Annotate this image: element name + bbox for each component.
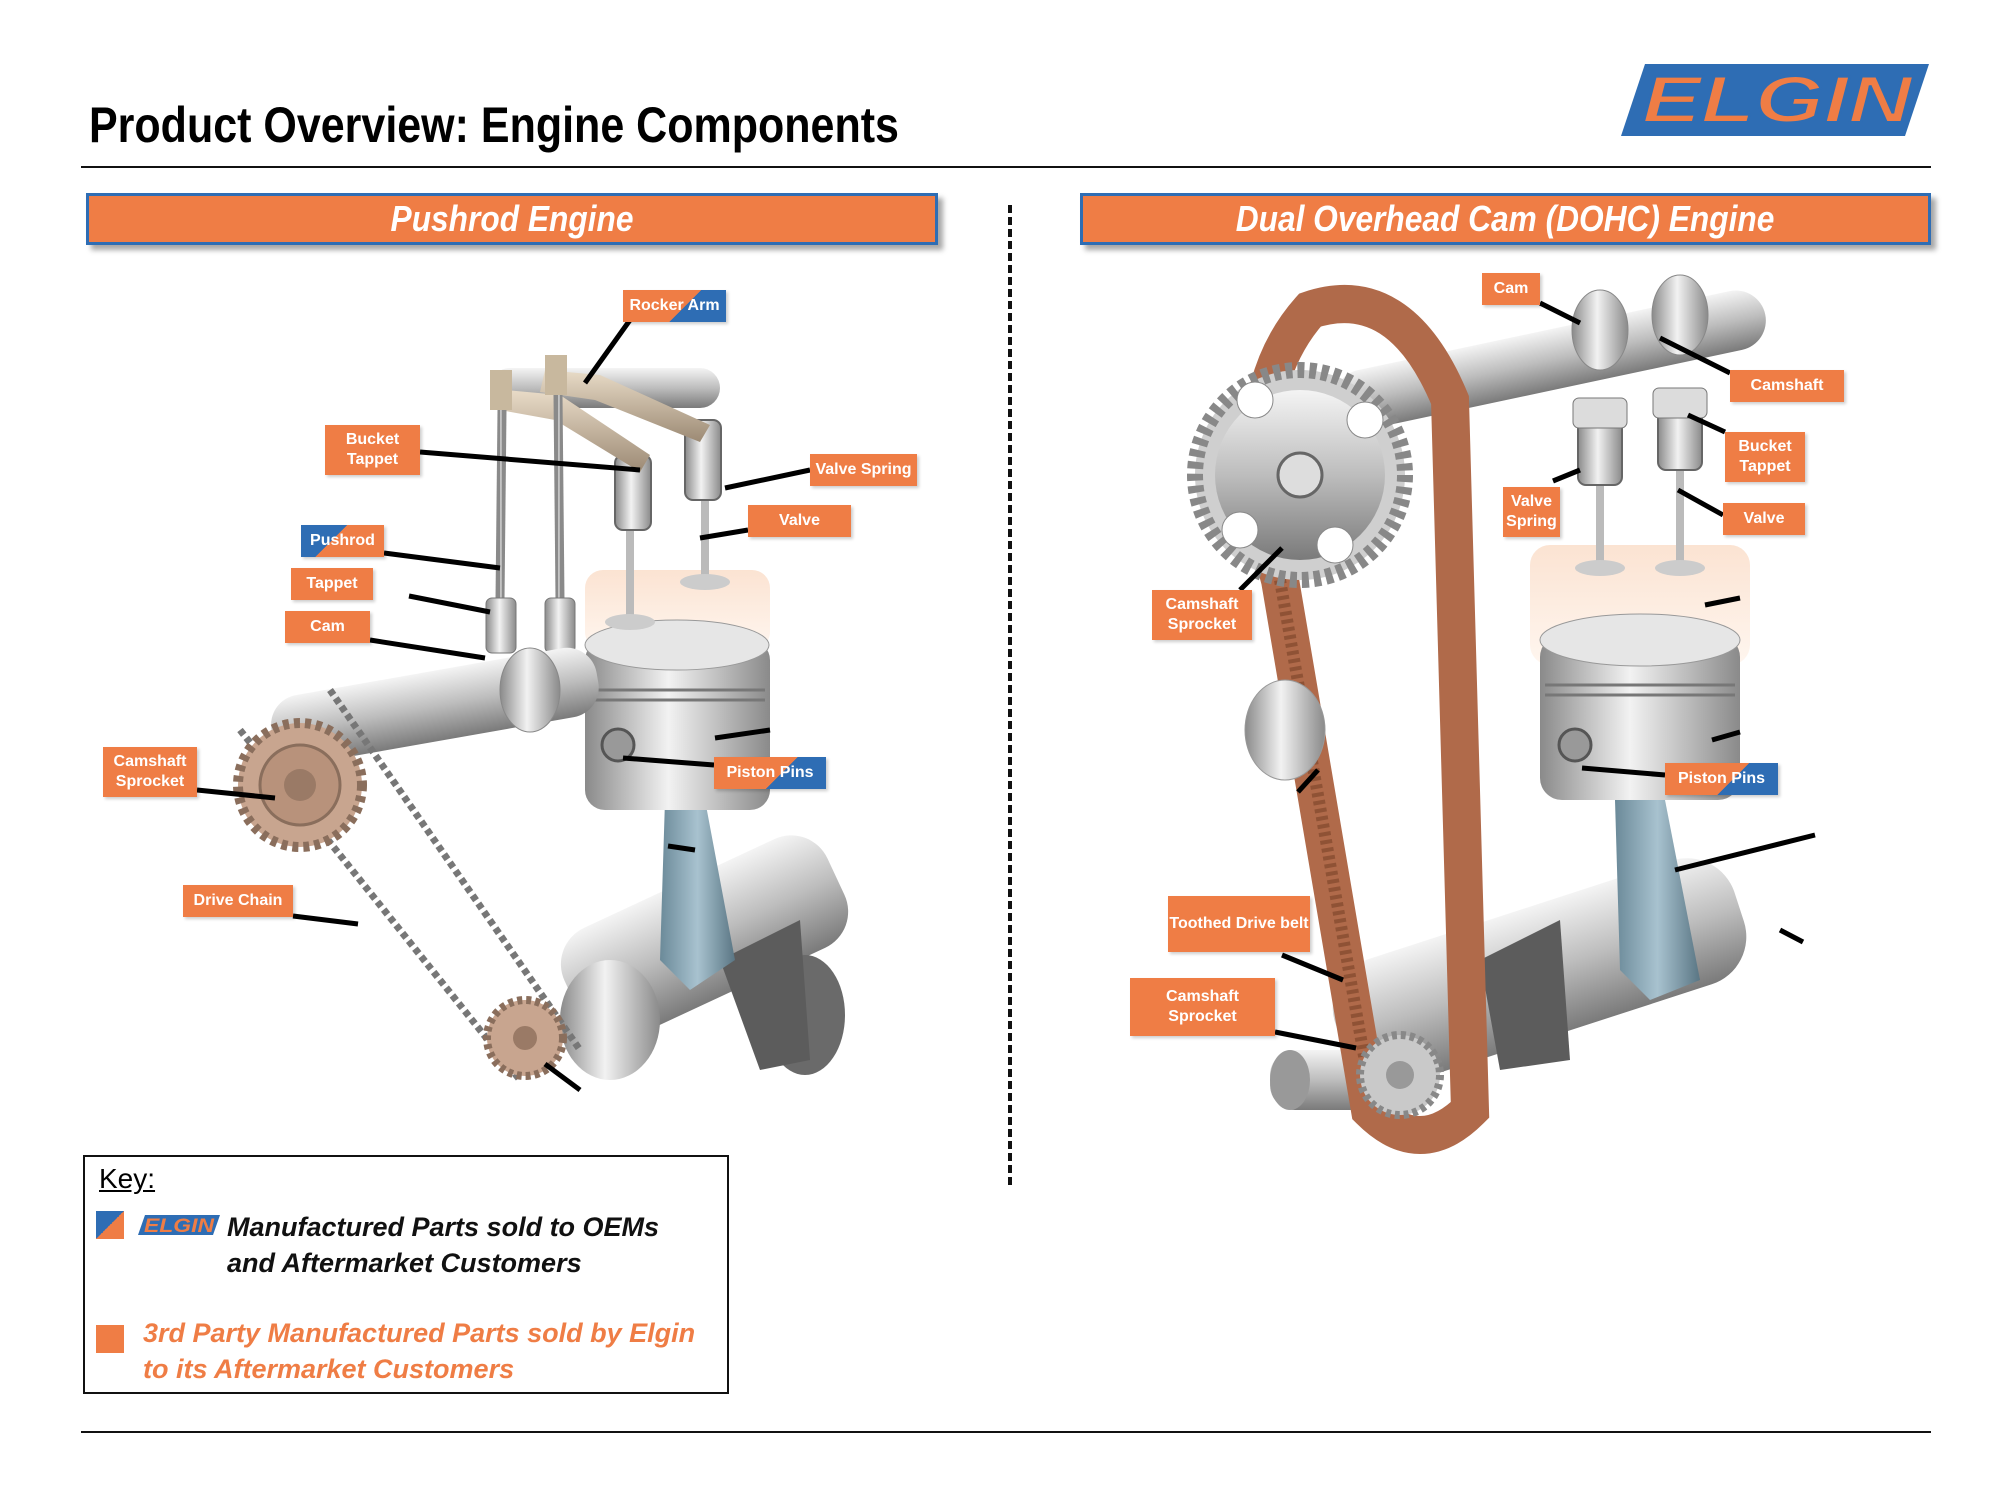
dohc-leader-lines xyxy=(1238,300,1816,1051)
label-camshaft-sprocket: Camshaft Sprocket xyxy=(103,747,197,797)
label-drive-chain: Drive Chain xyxy=(183,885,293,917)
section-divider xyxy=(1008,205,1012,1185)
label-valve-spring: Valve Spring xyxy=(810,454,917,486)
label-bucket-tappet: Bucket Tappet xyxy=(325,425,420,475)
label-camshaft-dohc: Camshaft xyxy=(1730,370,1844,402)
key-title: Key: xyxy=(99,1163,156,1194)
key-legend: Key: ELGIN Manufactured Parts sold to OE… xyxy=(83,1155,729,1394)
label-toothed-drive-belt: Toothed Drive belt xyxy=(1168,896,1310,952)
label-camshaft-sprocket-dohc-bottom: Camshaft Sprocket xyxy=(1130,978,1275,1036)
key-swatch-third-party xyxy=(96,1325,124,1353)
label-bucket-tappet-dohc: Bucket Tappet xyxy=(1725,432,1805,482)
label-piston-pins: Piston Pins xyxy=(714,757,826,789)
header-rule xyxy=(81,166,1931,168)
dohc-illustration xyxy=(1187,274,1766,1154)
label-valve-spring-dohc: Valve Spring xyxy=(1503,487,1560,537)
label-piston-pins-dohc: Piston Pins xyxy=(1665,763,1778,795)
label-camshaft-sprocket-dohc-top: Camshaft Sprocket xyxy=(1152,590,1252,640)
key-item-elgin-text: Manufactured Parts sold to OEMs and Afte… xyxy=(227,1212,660,1278)
key-swatch-elgin xyxy=(96,1211,124,1239)
label-cam: Cam xyxy=(285,611,370,643)
label-rocker-arm: Rocker Arm xyxy=(623,290,726,322)
label-valve: Valve xyxy=(748,505,851,537)
label-tappet: Tappet xyxy=(291,568,373,600)
label-valve-dohc: Valve xyxy=(1723,503,1805,535)
page-title: Product Overview: Engine Components xyxy=(89,97,899,153)
label-cam-dohc: Cam xyxy=(1482,273,1540,305)
section-banner-pushrod: Pushrod Engine xyxy=(86,193,938,245)
pushrod-leader-lines xyxy=(196,318,811,1093)
logo-text: ELGIN xyxy=(1642,62,1914,136)
section-title-dohc: Dual Overhead Cam (DOHC) Engine xyxy=(1236,198,1775,239)
key-item-third-party-text: 3rd Party Manufactured Parts sold by Elg… xyxy=(143,1318,696,1384)
section-banner-dohc: Dual Overhead Cam (DOHC) Engine xyxy=(1080,193,1931,245)
key-logo-text: ELGIN xyxy=(144,1216,216,1236)
elgin-logo: ELGIN xyxy=(1621,61,1929,137)
label-pushrod: Pushrod xyxy=(301,525,384,557)
key-elgin-logo: ELGIN xyxy=(138,1215,220,1236)
section-title-pushrod: Pushrod Engine xyxy=(390,198,634,239)
footer-rule xyxy=(81,1431,1931,1433)
